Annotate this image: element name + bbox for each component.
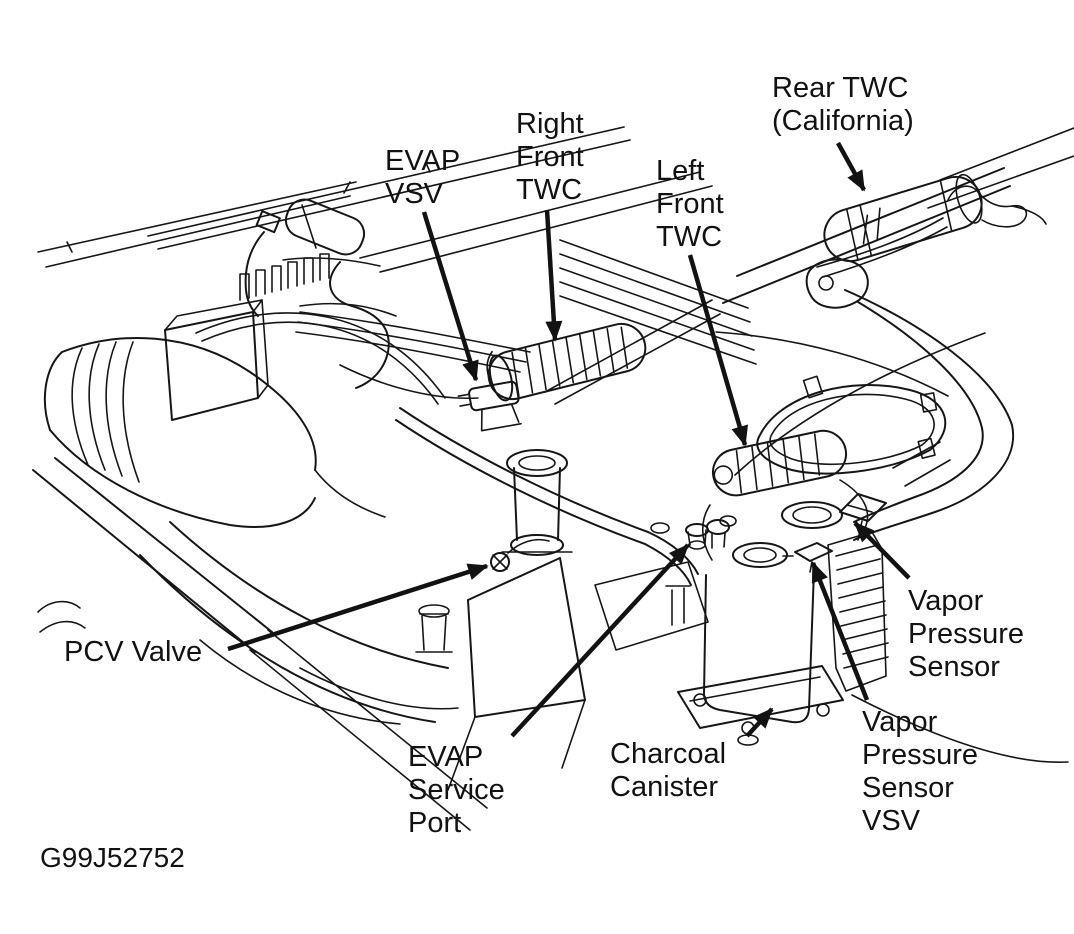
label-evap-vsv-line1: EVAP bbox=[385, 145, 460, 177]
label-vapor-pressure-sensor-line1: Vapor bbox=[908, 585, 984, 617]
label-rear-twc: Rear TWC (California) bbox=[772, 72, 914, 137]
label-rear-twc-line2: (California) bbox=[772, 105, 914, 137]
label-right-front-twc-line1: Right bbox=[516, 108, 584, 140]
leader-vapor-pressure-sensor-vsv bbox=[810, 561, 870, 701]
leader-pcv-valve bbox=[227, 563, 489, 652]
leader-left-front-twc bbox=[687, 254, 748, 447]
label-charcoal-canister-line2: Canister bbox=[610, 771, 718, 803]
callout-arrows bbox=[227, 141, 911, 738]
label-evap-vsv: EVAP VSV bbox=[385, 145, 460, 210]
intake-hose bbox=[37, 337, 386, 633]
engine-line-art bbox=[32, 126, 1074, 831]
label-evap-service-port: EVAP Service Port bbox=[408, 741, 505, 839]
label-vapor-pressure-sensor-vsv: Vapor Pressure Sensor VSV bbox=[862, 706, 978, 837]
label-vapor-pressure-sensor-vsv-line3: Sensor bbox=[862, 772, 954, 804]
leader-evap-vsv bbox=[421, 211, 479, 382]
label-charcoal-canister-line1: Charcoal bbox=[610, 738, 726, 770]
label-left-front-twc-line3: TWC bbox=[656, 221, 722, 253]
evap-vsv-part bbox=[457, 350, 522, 432]
right-front-twc-part bbox=[487, 322, 647, 402]
hose-loop bbox=[715, 331, 986, 487]
label-vapor-pressure-sensor-vsv-line4: VSV bbox=[862, 805, 921, 837]
label-vapor-pressure-sensor-line3: Sensor bbox=[908, 651, 1000, 683]
label-right-front-twc-line2: Front bbox=[516, 141, 584, 173]
label-vapor-pressure-sensor-line2: Pressure bbox=[908, 618, 1024, 650]
label-evap-service-port-line2: Service bbox=[408, 774, 505, 806]
relay-box bbox=[164, 253, 397, 421]
label-rear-twc-line1: Rear TWC bbox=[772, 72, 908, 104]
label-vapor-pressure-sensor-vsv-line1: Vapor bbox=[862, 706, 938, 738]
label-evap-service-port-line3: Port bbox=[408, 807, 461, 839]
leader-right-front-twc bbox=[544, 209, 563, 342]
label-charcoal-canister: Charcoal Canister bbox=[610, 738, 726, 803]
vapor-pressure-sensor-vsv-part bbox=[782, 542, 833, 573]
leader-rear-twc bbox=[836, 141, 866, 192]
label-pcv-valve: PCV Valve bbox=[64, 636, 202, 668]
leader-vapor-pressure-sensor bbox=[853, 521, 911, 580]
label-evap-vsv-line2: VSV bbox=[385, 178, 444, 210]
charcoal-canister-part bbox=[644, 501, 889, 746]
label-evap-service-port-line1: EVAP bbox=[408, 741, 483, 773]
filler-cylinder bbox=[501, 449, 573, 556]
label-right-front-twc-line3: TWC bbox=[516, 174, 582, 206]
runner-arcs bbox=[32, 457, 488, 831]
harness-lines bbox=[295, 239, 757, 545]
leader-evap-service-port bbox=[510, 543, 690, 738]
label-vapor-pressure-sensor: Vapor Pressure Sensor bbox=[908, 585, 1024, 683]
exhaust-system bbox=[722, 127, 1074, 764]
label-left-front-twc-line1: Left bbox=[656, 155, 704, 187]
label-right-front-twc: Right Front TWC bbox=[516, 108, 584, 206]
cowl-lines bbox=[37, 126, 713, 273]
label-left-front-twc: Left Front TWC bbox=[656, 155, 724, 253]
figure-code: G99J52752 bbox=[40, 842, 185, 873]
label-pcv-valve-line1: PCV Valve bbox=[64, 636, 202, 668]
pcv-valve-part bbox=[490, 538, 550, 572]
callout-labels: EVAP VSV Right Front TWC Left Front TWC … bbox=[40, 72, 1024, 873]
label-vapor-pressure-sensor-vsv-line2: Pressure bbox=[862, 739, 978, 771]
leader-charcoal-canister bbox=[745, 707, 774, 738]
ignition-coil bbox=[244, 198, 381, 317]
label-left-front-twc-line2: Front bbox=[656, 188, 724, 220]
upper-hose bbox=[195, 261, 446, 405]
